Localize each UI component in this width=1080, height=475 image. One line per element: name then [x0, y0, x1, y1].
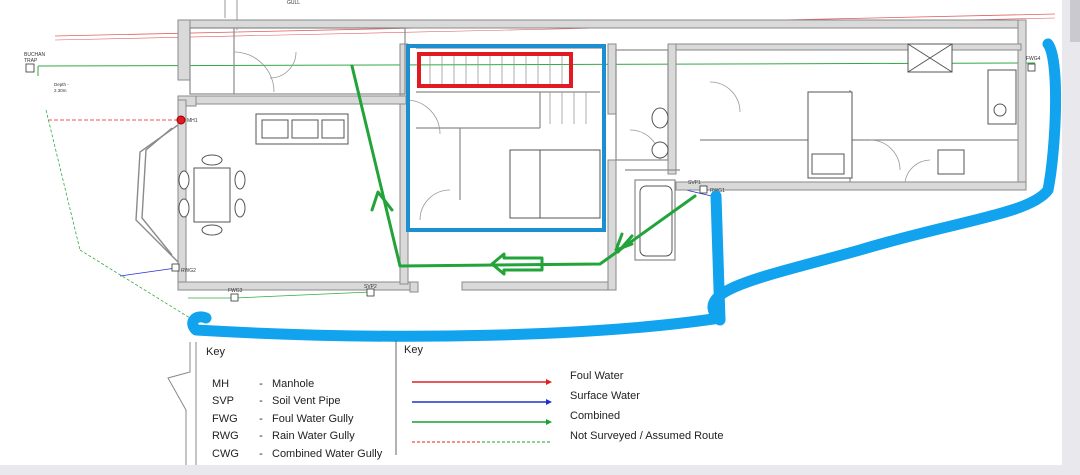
bathroom-fixtures: [639, 107, 673, 257]
label-fwg4: FWG4: [1026, 56, 1041, 62]
label-svp2: SVP2: [364, 284, 377, 290]
scrollbar-thumb[interactable]: [1070, 0, 1080, 42]
annotation-blue-route: [187, 38, 1062, 342]
existing-combined-drain: [37, 62, 1036, 67]
surface-water-line: [119, 267, 177, 277]
label-depth: Depth -: [54, 82, 69, 87]
legend-foul-arrow: [546, 379, 552, 385]
key-row-fwg: FWG-Foul Water Gully: [212, 412, 354, 425]
key-left-title: Key: [206, 346, 225, 358]
bay-window: [135, 124, 179, 263]
key-item-assumed: Not Surveyed / Assumed Route: [570, 430, 724, 442]
key-row-cwg: CWG-Combined Water Gully: [212, 447, 383, 460]
drawing-sheet: [0, 0, 1062, 465]
kitchen-fixtures: [807, 43, 1017, 179]
legend-samples: [412, 379, 552, 443]
label-mh1: MH1: [187, 118, 198, 124]
label-fwg3: FWG3: [228, 288, 243, 294]
key-abbreviations: Key MH-Manhole SVP-Soil Vent Pipe FWG-Fo…: [206, 344, 382, 463]
key-row-rwg: RWG-Rain Water Gully: [212, 430, 355, 442]
dining-table: [178, 154, 246, 236]
manhole-marker: [176, 115, 186, 125]
legend-surface-arrow: [546, 399, 552, 405]
entrance-steps: [167, 342, 197, 465]
assumed-route-diag: [45, 109, 81, 251]
sofa: [255, 113, 349, 145]
label-rwg2: RWG2: [181, 268, 196, 274]
key-row-svp: SVP-Soil Vent Pipe: [212, 395, 341, 407]
staircase: [429, 54, 587, 124]
annotation-green-route: [350, 64, 697, 276]
annotation-red-box: [417, 52, 573, 88]
key-item-foul: Foul Water: [570, 370, 624, 382]
label-trap: TRAP: [24, 58, 38, 64]
annotation-blue-box: [406, 44, 606, 232]
assumed-route-diag-2: [79, 249, 191, 319]
key-right-title: Key: [404, 344, 423, 356]
gully-link-2: [234, 291, 371, 299]
key-item-combined: Combined: [570, 410, 621, 422]
label-top-note: GULL: [287, 0, 300, 6]
gully-markers: [25, 63, 1036, 302]
key-item-surface: Surface Water: [570, 390, 640, 402]
key-row-mh: MH-Manhole: [212, 377, 315, 390]
key-line-types: Key Foul Water Surface Water Combined No…: [404, 344, 724, 450]
double-bed: [509, 149, 601, 219]
legend-combined-arrow: [546, 419, 552, 425]
label-depth-value: 2.30m: [54, 88, 67, 93]
label-svp1: SVP1: [688, 180, 701, 186]
label-buchan: BUCHAN: [24, 52, 46, 58]
